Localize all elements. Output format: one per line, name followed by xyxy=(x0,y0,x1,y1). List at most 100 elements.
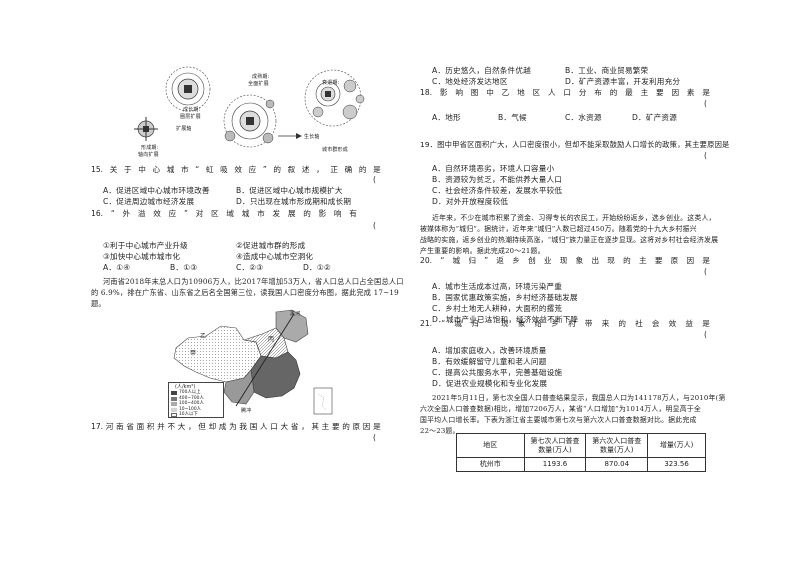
expansion-axis-label: 扩展轴 xyxy=(176,126,192,132)
census-passage-line-2: 六次全国人口普查数据)相比，增加7206万人，某省“人口增加”为1014万人，明… xyxy=(420,405,701,413)
tengchong-label: 腾冲 xyxy=(241,408,252,414)
q16-option-c[interactable]: C．②③ xyxy=(236,263,264,272)
legend-swatch-4 xyxy=(171,407,177,412)
heihe-tengchong-line xyxy=(235,313,295,407)
legend-item-2: 400~700人 xyxy=(179,395,204,401)
south-sea-inset xyxy=(313,387,333,415)
legend-title: (人/km²) xyxy=(175,384,196,390)
mature-period-circles xyxy=(223,94,277,148)
formation-period-label-2: 轴向扩展 xyxy=(138,152,159,158)
q20-option-b[interactable]: B．国家优惠政策实施，乡村经济基础发展 xyxy=(432,293,578,302)
table-row: 杭州市 1193.6 870.04 323.56 xyxy=(456,457,706,472)
legend-item-5: 10人以下 xyxy=(179,412,198,417)
mature-period-label-2: 全面扩展 xyxy=(248,81,269,87)
region-yi-label: 乙 xyxy=(200,333,207,340)
q17-option-d[interactable]: D．矿产资源丰富，开发利用充分 xyxy=(565,77,681,86)
q19-option-a[interactable]: A．自然环境恶劣，环境人口容量小 xyxy=(432,164,555,173)
table-cell-seventh: 1193.6 xyxy=(523,457,587,472)
q15-option-d[interactable]: D．只出现在城市形成期和成长期 xyxy=(236,197,352,206)
q15-paren: ( xyxy=(373,175,377,184)
table-cell-sixth: 870.04 xyxy=(585,457,649,472)
question-16: 16. “ 外 溢 效 应 ” 对 区 域 城 市 发 展 的 影 响 有 xyxy=(91,209,357,218)
growth-period-label: 成长期: xyxy=(183,107,201,113)
question-21: 21. “ 城 归 ” 现 象 给 乡 村 带 来 的 社 会 效 益 是 xyxy=(420,319,710,328)
census-passage-line-3: 国平均人口增长率。下表为浙江省主要城市第七次与第六次人口普查数据对比。据此完成 xyxy=(420,416,697,424)
q19-option-b[interactable]: B．资源较为贫乏，不能供养大量人口 xyxy=(432,175,563,184)
mature-period-label: 成熟期: xyxy=(252,74,270,80)
q21-paren: ( xyxy=(704,330,708,339)
chenggui-passage-line-4: 产生重要的影响。据此完成20～21题。 xyxy=(420,247,545,255)
formation-period-circles xyxy=(134,117,158,141)
fading-period-label-2: 城市群形成 xyxy=(322,147,349,153)
growth-period-label-2: 圈层扩展 xyxy=(180,114,201,120)
q17-option-a[interactable]: A．历史悠久，自然条件优越 xyxy=(432,66,531,75)
question-17: 17. 河 南 省 面 积 并 不 大 ， 但 却 成 为 我 国 人 口 大 … xyxy=(91,422,381,431)
question-20: 20. “ 城 归 ” 返 乡 创 业 现 象 出 现 的 主 要 原 因 是 xyxy=(420,256,710,265)
q21-option-c[interactable]: C．提高公共服务水平，完善基础设施 xyxy=(432,368,563,377)
table-header-row: 地区 第七次人口普查数量(万人) 第六次人口普查数量(万人) 增量(万人) xyxy=(456,433,706,458)
q21-option-b[interactable]: B．有效缓解留守儿童和老人问题 xyxy=(432,357,547,366)
growth-axis-label: 生长轴 xyxy=(304,134,320,140)
q16-statement-4: ④造成中心城市空洞化 xyxy=(236,252,314,261)
table-cell-region: 杭州市 xyxy=(456,457,525,472)
legend-item-4: 10~100人 xyxy=(179,406,202,412)
q19-option-c[interactable]: C．社会经济条件较差，发展水平较低 xyxy=(432,186,563,195)
fading-period-label: 衰退期: xyxy=(322,80,340,86)
formation-period-label: 形成期: xyxy=(141,145,159,151)
chenggui-passage-line-1: 近年来，不少在城市积累了资金、习得专长的农民工，开始纷纷返乡，选乡创业。这类人， xyxy=(432,214,716,222)
question-19: 19．图中甲省区面积广大，人口密度很小，但却不能采取鼓励人口增长的政策，其主要原… xyxy=(420,140,730,149)
q19-option-d[interactable]: D．对外开放程度较低 xyxy=(432,197,509,206)
heihe-label: 黑河 xyxy=(290,311,301,317)
q18-option-b[interactable]: B．气候 xyxy=(498,113,527,122)
q20-option-a[interactable]: A．城市生活成本过高，环境污染严重 xyxy=(432,282,563,291)
henan-passage-line-3: 题。 xyxy=(91,299,106,308)
q21-option-a[interactable]: A．增加家庭收入，改善环境质量 xyxy=(432,346,547,355)
q15-option-b[interactable]: B．促进区域中心城市规模扩大 xyxy=(236,186,343,195)
map-legend: (人/km²) 700人以上 400~700人 100~400人 10~100人… xyxy=(168,382,224,418)
census-passage-line-1: 2021年5月11日，第七次全国人口普查结果显示，我国总人口为141178万人，… xyxy=(432,394,726,402)
q16-statement-3: ③加快中心城市城市化 xyxy=(103,252,181,261)
q15-option-a[interactable]: A．促进区域中心城市环境改善 xyxy=(103,186,210,195)
henan-passage-line-1: 河南省2018年末总人口为10906万人，比2017年增加53万人，省人口总人口… xyxy=(103,277,404,286)
table-header-increase: 增量(万人) xyxy=(647,433,706,458)
chenggui-passage-line-2: 被媒体称为“城归”。据统计，近年来“城归”人数已超过450万。随着党的十九大乡村… xyxy=(420,225,697,233)
census-table: 地区 第七次人口普查数量(万人) 第六次人口普查数量(万人) 增量(万人) 杭州… xyxy=(456,433,706,472)
q18-option-a[interactable]: A．地形 xyxy=(432,113,461,122)
legend-swatch-1 xyxy=(171,391,177,395)
q18-paren: ( xyxy=(704,99,708,108)
legend-swatch-3 xyxy=(171,402,177,406)
henan-passage-line-2: 的 6.9%，排在广东省、山东省之后名全国第三位，读我国人口密度分布图，据此完成… xyxy=(91,288,399,297)
legend-swatch-5 xyxy=(171,413,177,417)
census-passage-line-4: 22～23题。 xyxy=(420,427,460,435)
table-cell-increase: 323.56 xyxy=(647,457,706,472)
southwest-region xyxy=(223,369,255,405)
q18-option-c[interactable]: C．水资源 xyxy=(565,113,602,122)
city-expansion-diagram xyxy=(134,66,365,148)
china-population-map xyxy=(173,309,333,415)
q17-option-b[interactable]: B．工业、商业贸易繁荣 xyxy=(565,66,649,75)
q16-option-d[interactable]: D．①② xyxy=(303,263,331,272)
q19-paren: ( xyxy=(704,151,708,160)
q20-paren: ( xyxy=(704,267,708,276)
q17-option-c[interactable]: C．地处经济发达地区 xyxy=(432,77,508,86)
q16-option-b[interactable]: B．①③ xyxy=(170,263,198,272)
legend-item-3: 100~400人 xyxy=(179,401,204,406)
region-bing-label: 丙 xyxy=(268,336,275,343)
q16-option-a[interactable]: A．①④ xyxy=(103,263,131,272)
q20-option-c[interactable]: C．乡村土地无人耕种，大面积的撂荒 xyxy=(432,304,563,313)
q20-option-d[interactable]: D．城市产业已达饱和，经济效益不断下降 xyxy=(432,315,579,324)
question-15: 15. 关 于 中 心 城 市 “ 虹 吸 效 应 ” 的 叙 述 ， 正 确 … xyxy=(91,165,381,174)
table-header-seventh: 第七次人口普查数量(万人) xyxy=(523,433,587,458)
q16-statement-1: ①利于中心城市产业升级 xyxy=(103,241,188,250)
q21-option-d[interactable]: D．促进农业规模化和专业化发展 xyxy=(432,379,548,388)
legend-swatch-2 xyxy=(171,396,177,401)
q16-statement-2: ②促进城市群的形成 xyxy=(236,241,306,250)
q15-option-c[interactable]: C．促进周边城市经济发展 xyxy=(103,197,195,206)
chenggui-passage-line-3: 战略的实施，返乡创业的热潮持续高涨，“城归”族力量正在逐步显现。这将对乡村社会经… xyxy=(420,236,719,244)
question-18: 18. 影 响 图 中 乙 地 区 人 口 分 布 的 最 主 要 因 素 是 xyxy=(420,88,710,97)
region-jia-label: 甲 xyxy=(190,350,197,357)
q18-option-d[interactable]: D．矿产资源 xyxy=(632,113,678,122)
legend-item-1: 700人以上 xyxy=(179,390,201,395)
q16-paren: ( xyxy=(373,221,377,230)
growth-period-circles xyxy=(165,66,211,112)
